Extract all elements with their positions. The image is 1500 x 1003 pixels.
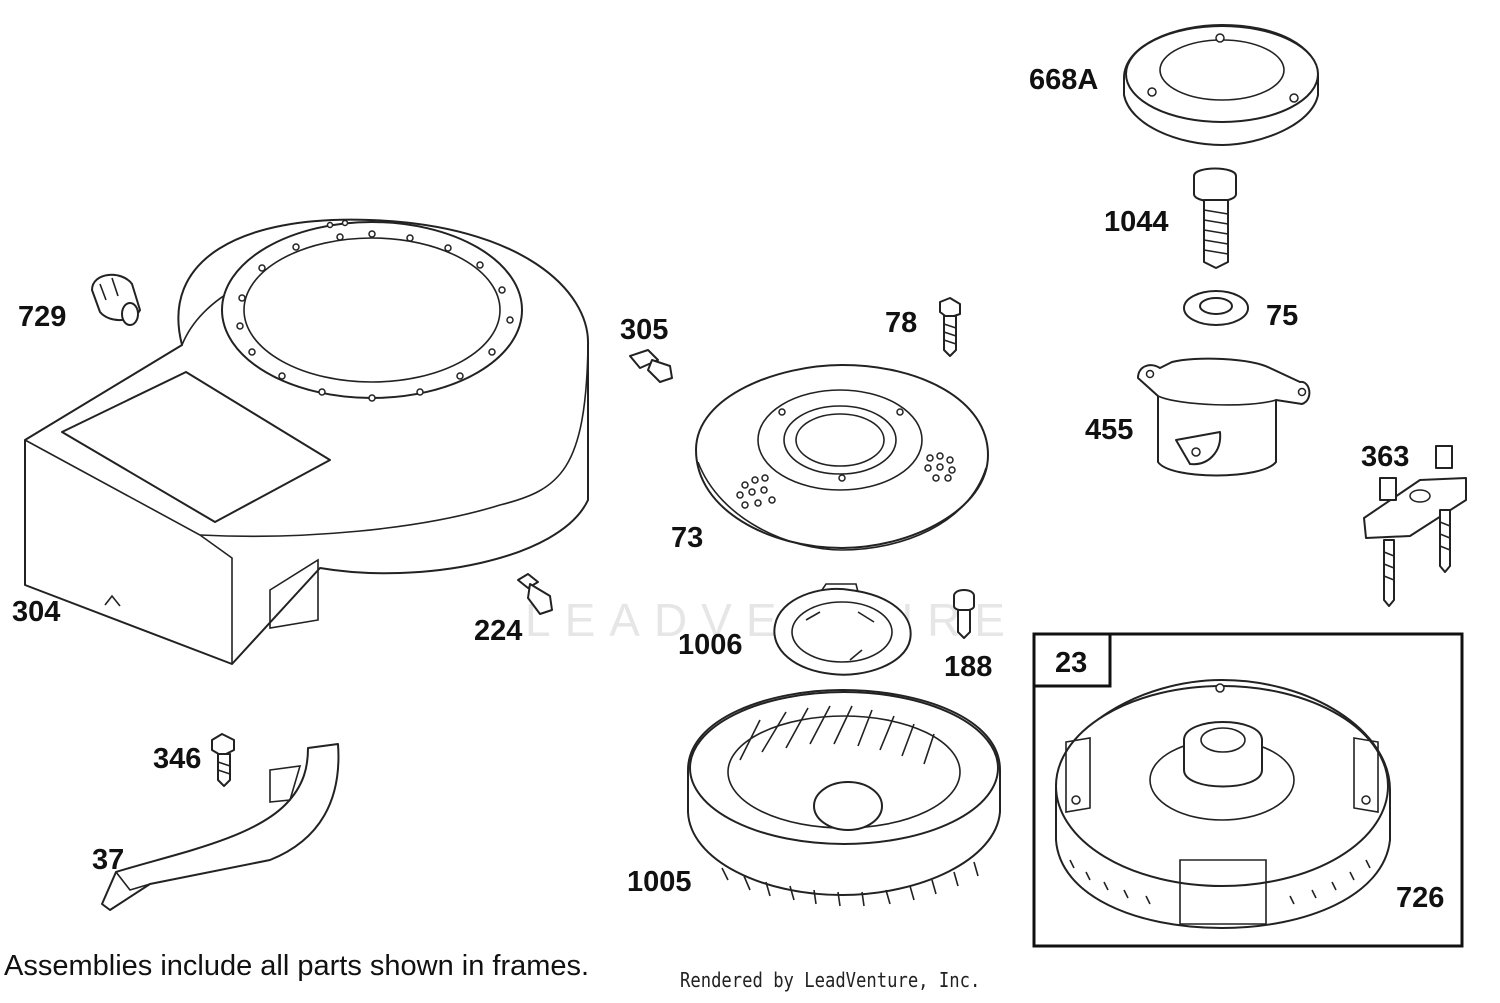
part-304-blower-housing	[24, 218, 590, 665]
callout-1005: 1005	[627, 866, 692, 898]
part-455-starter-cup	[1137, 357, 1311, 477]
callout-73: 73	[671, 522, 703, 554]
part-1006-ratchet	[773, 583, 912, 676]
frame-label: 23	[1055, 647, 1087, 679]
part-346-bolt	[211, 733, 235, 787]
assembly-frame-23: 23	[1032, 632, 1464, 948]
callout-188: 188	[944, 651, 992, 683]
callout-346: 346	[153, 743, 201, 775]
callout-224: 224	[474, 615, 522, 647]
part-1044-bolt	[1193, 167, 1237, 269]
callout-305: 305	[620, 314, 668, 346]
part-363-bracket-studs	[1363, 445, 1467, 607]
callout-1006: 1006	[678, 629, 743, 661]
callout-726: 726	[1396, 882, 1444, 914]
part-729-grommet	[91, 273, 141, 326]
part-73-rotating-screen	[695, 364, 989, 551]
part-188-screw	[953, 589, 975, 639]
callout-1044: 1044	[1104, 206, 1169, 238]
part-1005-flywheel-fan	[687, 689, 1001, 907]
callout-455: 455	[1085, 414, 1133, 446]
callout-78: 78	[885, 307, 917, 339]
callout-729: 729	[18, 301, 66, 333]
callout-668a: 668A	[1029, 64, 1098, 96]
assemblies-note: Assemblies include all parts shown in fr…	[4, 950, 590, 982]
callout-37: 37	[92, 844, 124, 876]
part-37-air-guide	[101, 743, 340, 911]
part-305-screw	[629, 349, 673, 383]
part-75-washer	[1183, 290, 1249, 326]
callout-363: 363	[1361, 441, 1409, 473]
part-78-bolt	[939, 297, 961, 357]
part-224-screw	[517, 573, 553, 615]
callout-75: 75	[1266, 300, 1298, 332]
render-credit: Rendered by LeadVenture, Inc.	[680, 968, 981, 992]
callout-304: 304	[12, 596, 60, 628]
watermark-text: LEADVENTURE	[525, 594, 1019, 646]
part-726-flywheel	[1055, 679, 1391, 929]
part-668a-plate	[1123, 24, 1319, 146]
